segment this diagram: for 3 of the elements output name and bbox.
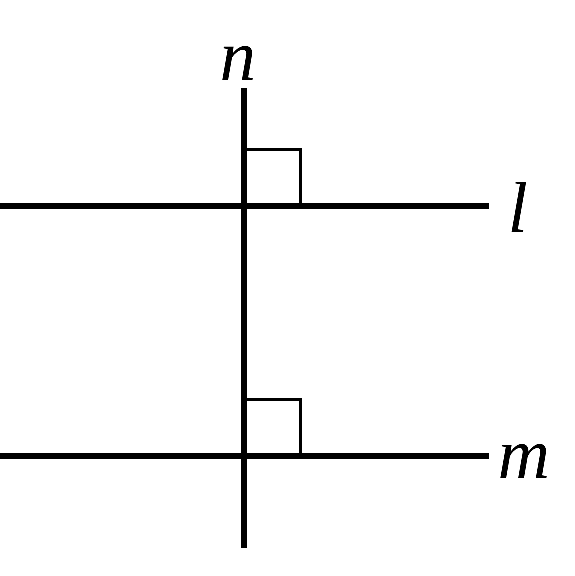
line-label: n bbox=[220, 20, 256, 92]
line-label: m bbox=[498, 418, 550, 490]
line-label: l bbox=[508, 172, 528, 244]
